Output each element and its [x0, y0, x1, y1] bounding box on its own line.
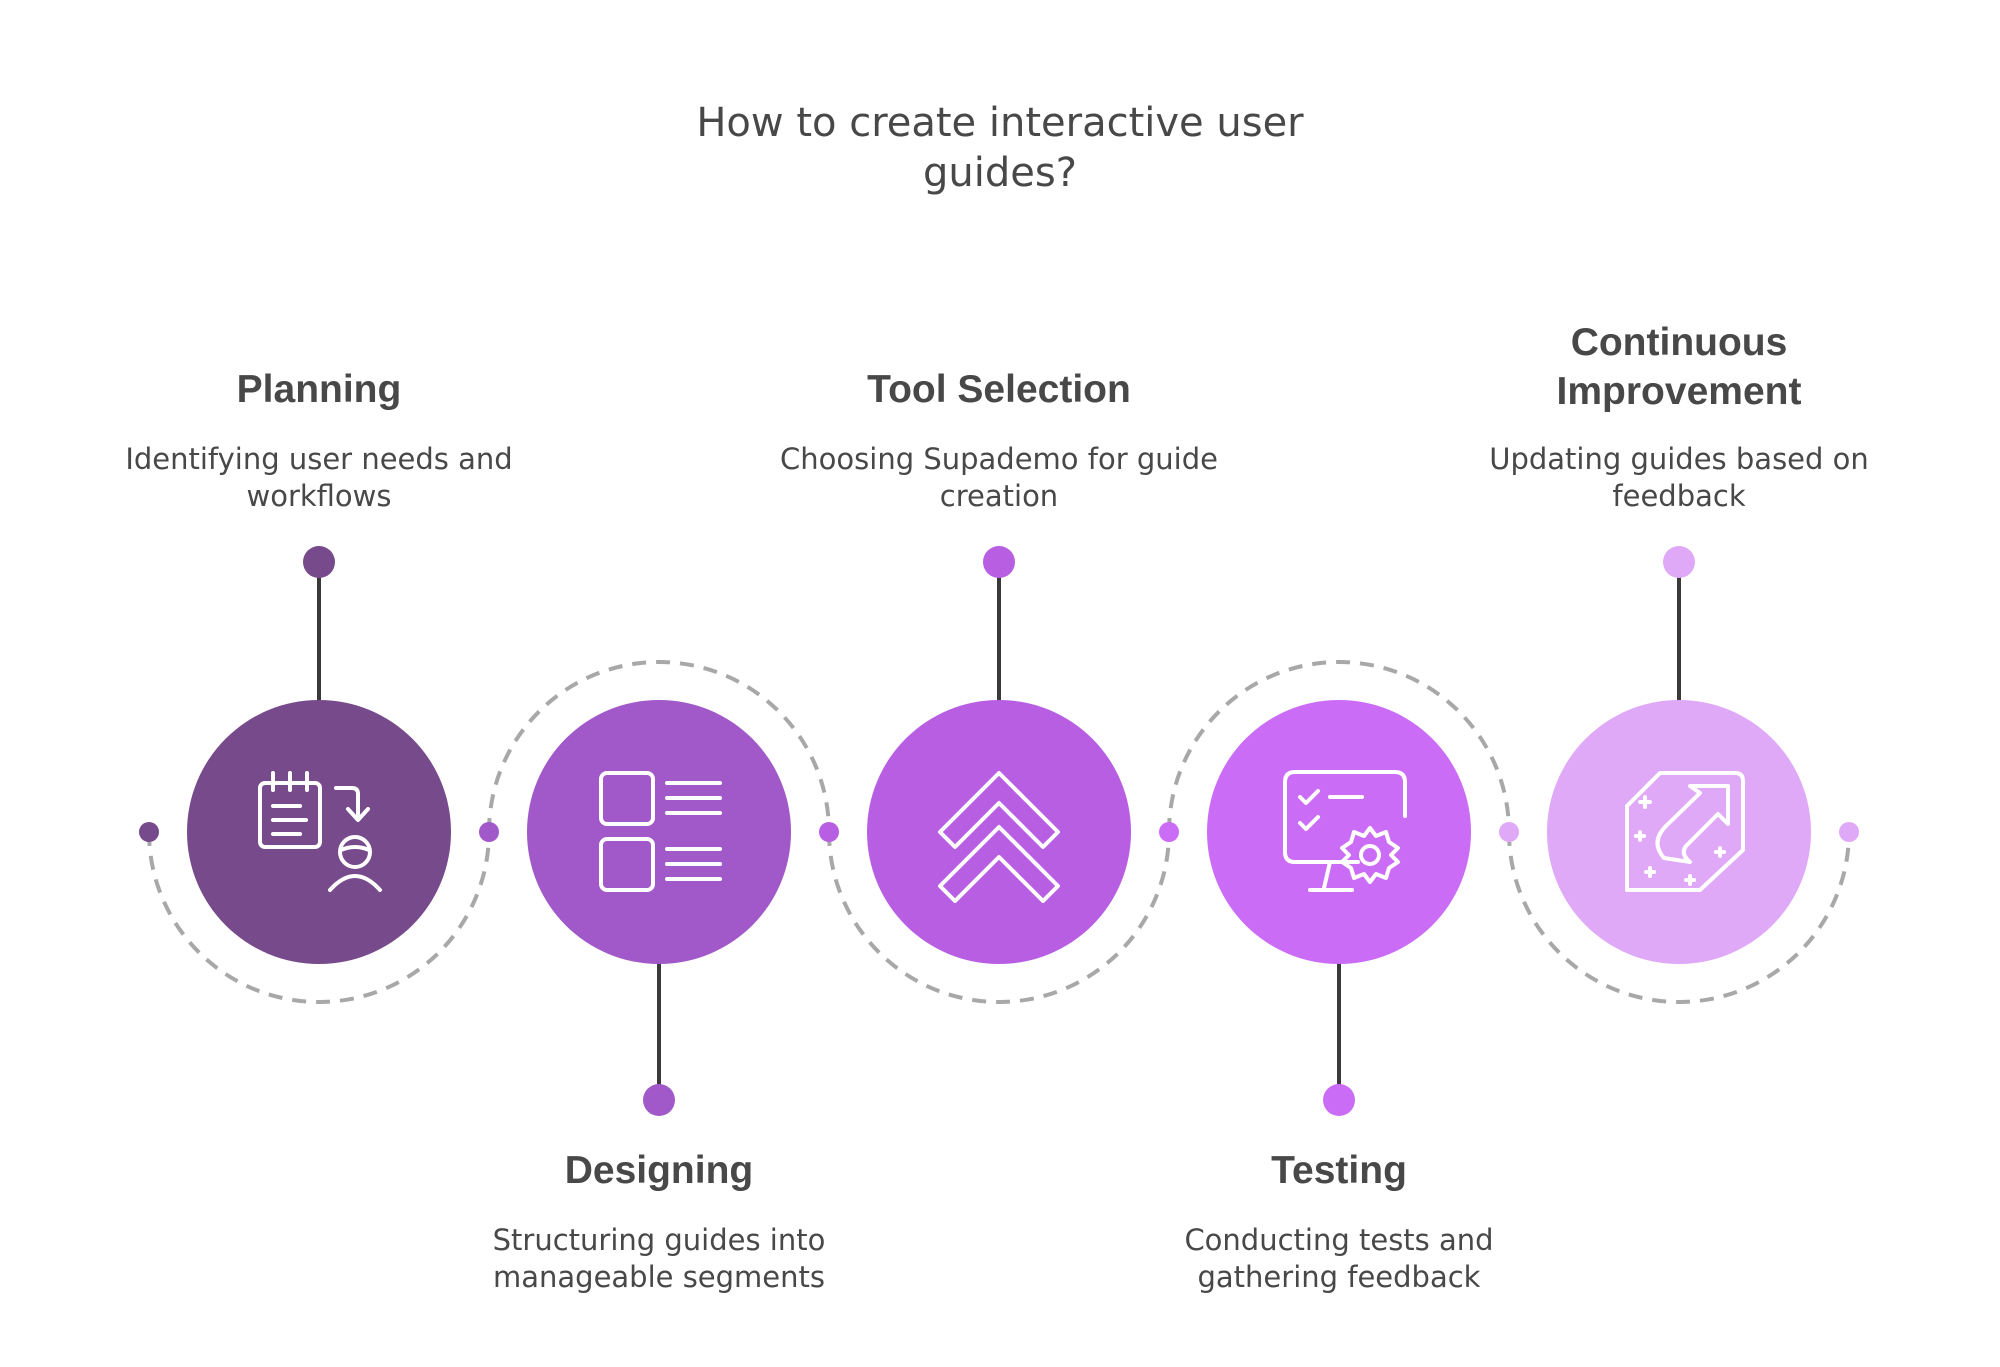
layout-list-icon — [599, 771, 722, 892]
arc-1-bottom — [147, 831, 491, 1004]
document-arrow-icon — [1625, 771, 1745, 892]
step-label-designing: Designing — [564, 1149, 754, 1192]
step-label-tool-selection: Tool Selection — [867, 368, 1131, 411]
junction-dot — [479, 822, 499, 842]
arc-4-top — [1167, 660, 1511, 833]
dashed-connector-arcs — [147, 660, 1851, 1004]
chevrons-up-icon — [938, 771, 1060, 903]
dot-continuous-improvement — [1663, 546, 1695, 578]
page-title: How to create interactive user guides? — [696, 100, 1304, 196]
dot-testing — [1323, 1084, 1355, 1116]
arc-3-bottom — [827, 831, 1171, 1004]
vertical-connectors — [317, 562, 1681, 1100]
arc-5-bottom — [1507, 831, 1851, 1004]
step-circle-continuous-improvement — [1547, 700, 1811, 964]
junction-dot — [1839, 822, 1859, 842]
step-desc-testing: Conducting tests and gathering feedback — [1184, 1223, 1494, 1294]
step-circles — [187, 700, 1811, 964]
connector-end-dots — [303, 546, 1695, 1116]
step-label-continuous-improvement: Continuous Improvement — [1556, 321, 1802, 413]
arc-junction-dots — [139, 822, 1859, 842]
step-label-testing: Testing — [1271, 1149, 1407, 1192]
step-desc-planning: Identifying user needs and workflows — [125, 442, 513, 513]
step-label-planning: Planning — [236, 368, 402, 411]
step-desc-designing: Structuring guides into manageable segme… — [492, 1223, 826, 1294]
step-circle-tool-selection — [867, 700, 1131, 964]
dot-designing — [643, 1084, 675, 1116]
dot-tool-selection — [983, 546, 1015, 578]
arc-2-top — [487, 660, 831, 833]
junction-dot — [139, 822, 159, 842]
step-desc-continuous-improvement: Updating guides based on feedback — [1489, 442, 1869, 513]
monitor-gear-icon — [1283, 770, 1407, 892]
step-desc-tool-selection: Choosing Supademo for guide creation — [780, 442, 1218, 513]
junction-dot — [1499, 822, 1519, 842]
step-circle-designing — [527, 700, 791, 964]
checklist-user-icon — [258, 771, 382, 892]
dot-planning — [303, 546, 335, 578]
step-circle-testing — [1207, 700, 1471, 964]
junction-dot — [819, 822, 839, 842]
junction-dot — [1159, 822, 1179, 842]
